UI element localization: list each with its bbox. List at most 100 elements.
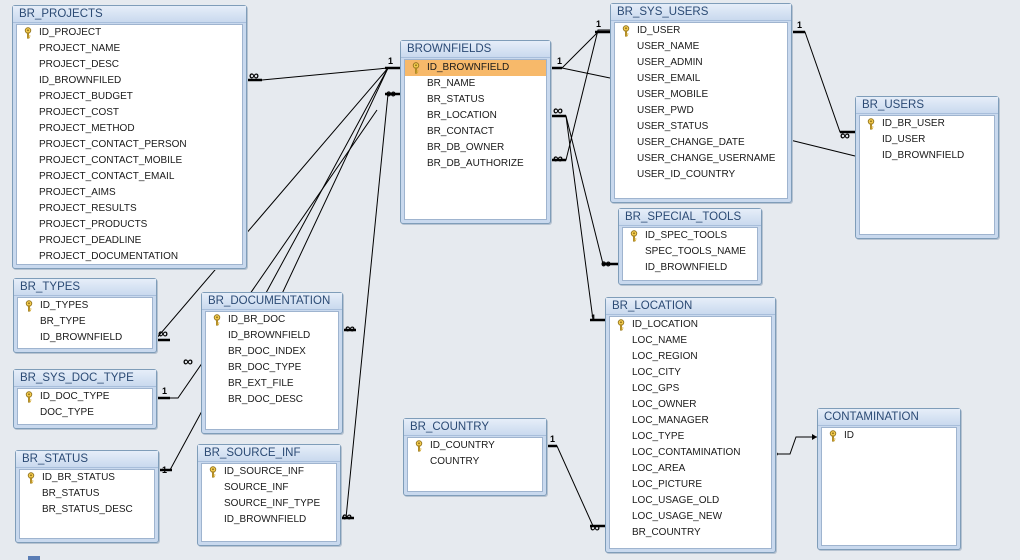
relationship-line[interactable] [264,67,400,331]
field-row[interactable]: LOC_CITY [610,365,771,381]
primary-key-field[interactable]: ID_USER [615,23,787,39]
field-list[interactable]: ID [821,427,957,546]
table-title[interactable]: BR_PROJECTS [13,6,246,23]
table-title[interactable]: BR_DOCUMENTATION [202,293,342,310]
field-row[interactable]: PROJECT_PRODUCTS [17,217,242,233]
primary-key-field[interactable]: ID_LOCATION [610,317,771,333]
field-row[interactable]: BR_LOCATION [405,108,546,124]
field-row[interactable]: PROJECT_RESULTS [17,201,242,217]
relationship-line[interactable] [545,445,605,527]
relationship-line[interactable] [549,29,610,161]
primary-key-field[interactable]: ID [822,428,956,444]
field-row[interactable]: PROJECT_DESC [17,57,242,73]
field-row[interactable]: USER_NAME [615,39,787,55]
table-contamination[interactable]: CONTAMINATION ID [817,408,961,550]
field-row[interactable]: PROJECT_DOCUMENTATION [17,249,242,264]
relationship-line[interactable] [247,67,400,81]
primary-key-field[interactable]: ID_BROWNFIELD [405,60,546,76]
field-row[interactable]: BR_TYPE [18,314,152,330]
table-title[interactable]: BR_STATUS [16,451,158,468]
field-row[interactable]: SOURCE_INF_TYPE [202,496,336,512]
field-row[interactable]: USER_EMAIL [615,71,787,87]
field-row[interactable]: ID_BROWNFIELD [623,260,757,276]
field-row[interactable]: PROJECT_METHOD [17,121,242,137]
field-row[interactable]: PROJECT_BUDGET [17,89,242,105]
field-row[interactable]: BR_COUNTRY [610,525,771,541]
table-title[interactable]: BR_LOCATION [606,298,775,315]
field-row[interactable]: LOC_USAGE_OLD [610,493,771,509]
table-title[interactable]: BR_USERS [856,97,998,114]
relationship-line[interactable] [549,115,618,265]
table-title[interactable]: CONTAMINATION [818,409,960,426]
relationship-line[interactable] [339,93,400,519]
primary-key-field[interactable]: ID_BR_USER [860,116,994,132]
field-row[interactable]: USER_PWD [615,103,787,119]
field-row[interactable]: BR_EXT_FILE [206,376,338,392]
field-row[interactable]: BR_STATUS_DESC [20,502,154,518]
field-row[interactable]: LOC_OWNER [610,397,771,413]
field-row[interactable]: PROJECT_CONTACT_EMAIL [17,169,242,185]
field-row[interactable]: LOC_CONTAMINATION [610,445,771,461]
field-row[interactable]: COUNTRY [408,454,542,470]
field-row[interactable]: ID_BROWNFILED [17,73,242,89]
field-row[interactable]: ID_BROWNFIELD [202,512,336,528]
field-row[interactable]: LOC_USAGE_NEW [610,509,771,525]
field-row[interactable]: USER_MOBILE [615,87,787,103]
field-row[interactable]: USER_ID_COUNTRY [615,167,787,183]
primary-key-field[interactable]: ID_TYPES [18,298,152,314]
table-title[interactable]: BR_SYS_USERS [611,4,791,21]
field-row[interactable]: PROJECT_CONTACT_PERSON [17,137,242,153]
primary-key-field[interactable]: ID_COUNTRY [408,438,542,454]
field-row[interactable]: LOC_NAME [610,333,771,349]
primary-key-field[interactable]: ID_BR_STATUS [20,470,154,486]
field-row[interactable]: USER_CHANGE_DATE [615,135,787,151]
table-title[interactable]: BROWNFIELDS [401,41,550,58]
field-row[interactable]: USER_CHANGE_USERNAME [615,151,787,167]
table-title[interactable]: BR_SOURCE_INF [198,445,340,462]
field-row[interactable]: SPEC_TOOLS_NAME [623,244,757,260]
primary-key-field[interactable]: ID_SOURCE_INF [202,464,336,480]
relationship-line[interactable] [790,31,855,133]
primary-key-field[interactable]: ID_SPEC_TOOLS [623,228,757,244]
field-row[interactable]: PROJECT_NAME [17,41,242,57]
field-row[interactable]: SOURCE_INF [202,480,336,496]
table-title[interactable]: BR_COUNTRY [404,419,546,436]
field-row[interactable]: BR_CONTACT [405,124,546,140]
field-row[interactable]: PROJECT_AIMS [17,185,242,201]
table-title[interactable]: BR_SYS_DOC_TYPE [14,370,156,387]
field-row[interactable]: USER_ADMIN [615,55,787,71]
field-row[interactable]: LOC_REGION [610,349,771,365]
field-row[interactable]: BR_STATUS [20,486,154,502]
field-row[interactable]: BR_NAME [405,76,546,92]
field-row[interactable]: BR_DB_AUTHORIZE [405,156,546,172]
field-row[interactable]: BR_DOC_TYPE [206,360,338,376]
field-row[interactable]: BR_DB_OWNER [405,140,546,156]
primary-key-field[interactable]: ID_BR_DOC [206,312,338,328]
table-title[interactable]: BR_TYPES [14,279,156,296]
field-row[interactable]: PROJECT_CONTACT_MOBILE [17,153,242,169]
field-row[interactable]: LOC_AREA [610,461,771,477]
field-row[interactable]: LOC_PICTURE [610,477,771,493]
field-row[interactable]: ID_BROWNFIELD [18,330,152,346]
primary-key-field[interactable]: ID_PROJECT [17,25,242,41]
field-row[interactable]: PROJECT_DEADLINE [17,233,242,249]
field-row[interactable]: ID_BROWNFIELD [206,328,338,344]
relationship-line[interactable] [549,67,611,79]
